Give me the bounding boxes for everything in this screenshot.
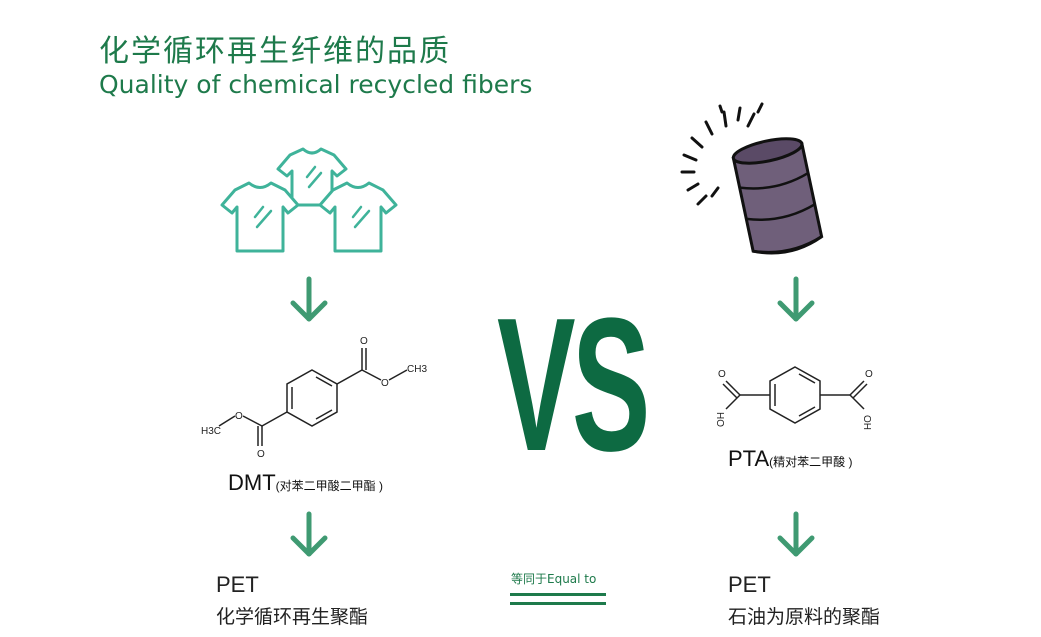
right-product: PET [728,572,771,597]
methyl-label: CH3 [407,364,427,375]
pta-note: (精对苯二甲酸 ) [769,455,853,469]
hydroxyl-label: OH [861,415,872,430]
dmt-label: DMT(对苯二甲酸二甲酯 ) [228,470,383,496]
right-product-cn: 石油为原料的聚酯 [728,606,881,628]
arrow-down-icon [777,511,815,557]
hydroxyl-label: OH [716,412,727,427]
page-title: 化学循环再生纤维的品质 [99,34,451,69]
arrow-down-icon [290,511,328,557]
equal-line-top [510,593,606,596]
vs-text: VS [497,279,650,491]
oxygen-label: O [257,449,265,460]
arrow-down-icon [777,276,815,322]
tshirts-icon [220,147,398,253]
dmt-note: (对苯二甲酸二甲酯 ) [275,479,383,493]
methyl-label: H3C [201,426,221,437]
arrow-down-icon [290,276,328,322]
left-product: PET [216,572,259,597]
dmt-name: DMT [228,470,276,495]
equal-line-bottom [510,602,606,605]
oxygen-label: O [235,411,243,422]
oxygen-label: O [718,369,726,380]
pta-name: PTA [728,446,770,471]
oxygen-label: O [381,378,389,389]
left-product-cn: 化学循环再生聚酯 [216,606,369,628]
oxygen-label: O [360,336,368,347]
pta-structure: O OH O OH [716,366,873,430]
oxygen-label: O [865,369,873,380]
page-subtitle: Quality of chemical recycled fibers [99,70,533,99]
pta-label: PTA(精对苯二甲酸 ) [728,446,852,472]
oil-barrel-icon [680,102,824,255]
dmt-structure: O O CH3 O O H3C [201,336,427,460]
equal-label: 等同于Equal to [511,572,597,586]
